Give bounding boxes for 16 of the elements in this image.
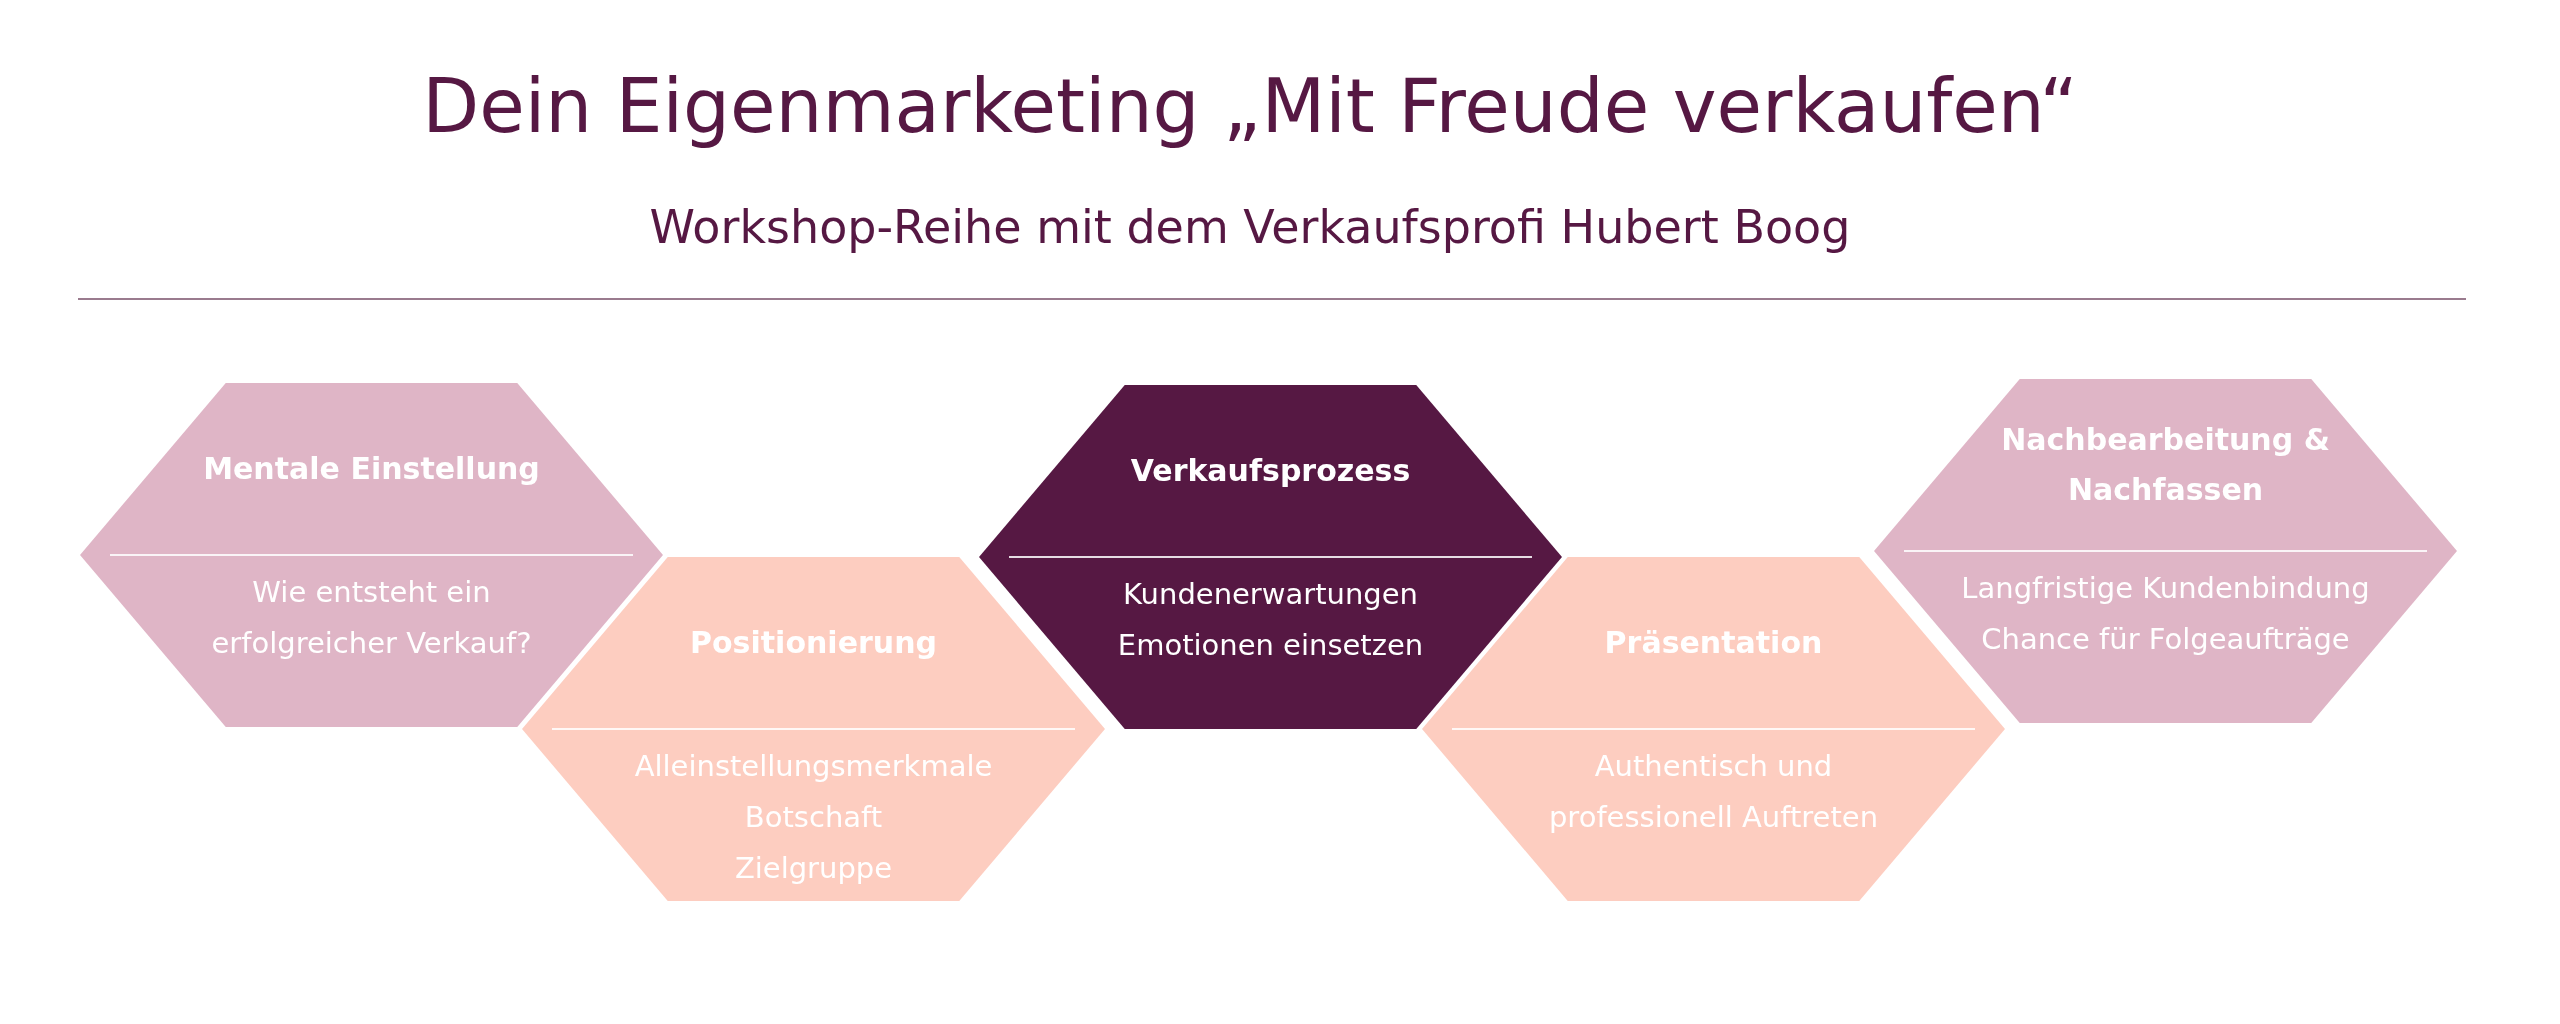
hexagon-text: Zielgruppe — [734, 850, 893, 887]
hexagon-text: Wie entsteht ein erfolgreicher Verkauf? — [210, 574, 533, 662]
hexagon-heading: Präsentation — [1604, 624, 1823, 662]
hexagon-text: Emotionen einsetzen — [1117, 627, 1424, 664]
title: Dein Eigenmarketing „Mit Freude verkaufen“ — [422, 66, 2078, 148]
hexagon-heading: Nachbearbeitung & Nachfassen — [2000, 421, 2331, 509]
hexagon-text: Alleinstellungsmerkmale — [634, 748, 993, 785]
hexagon-text: Authentisch und professionell Auftreten — [1547, 748, 1880, 836]
hexagon-text: Chance für Folgeaufträge — [1981, 621, 2350, 658]
hexagon-heading: Mentale Einstellung — [203, 450, 540, 488]
subtitle: Workshop-Reihe mit dem Verkaufsprofi Hubert Boog — [649, 200, 1851, 256]
hexagon-text: Kundenerwartungen — [1123, 576, 1418, 613]
hexagon-heading: Positionierung — [690, 624, 937, 662]
hexagon-heading: Verkaufsprozess — [1130, 452, 1411, 490]
hexagon-text: Langfristige Kundenbindung — [1961, 570, 2370, 607]
hexagon-text: Botschaft — [744, 799, 883, 836]
